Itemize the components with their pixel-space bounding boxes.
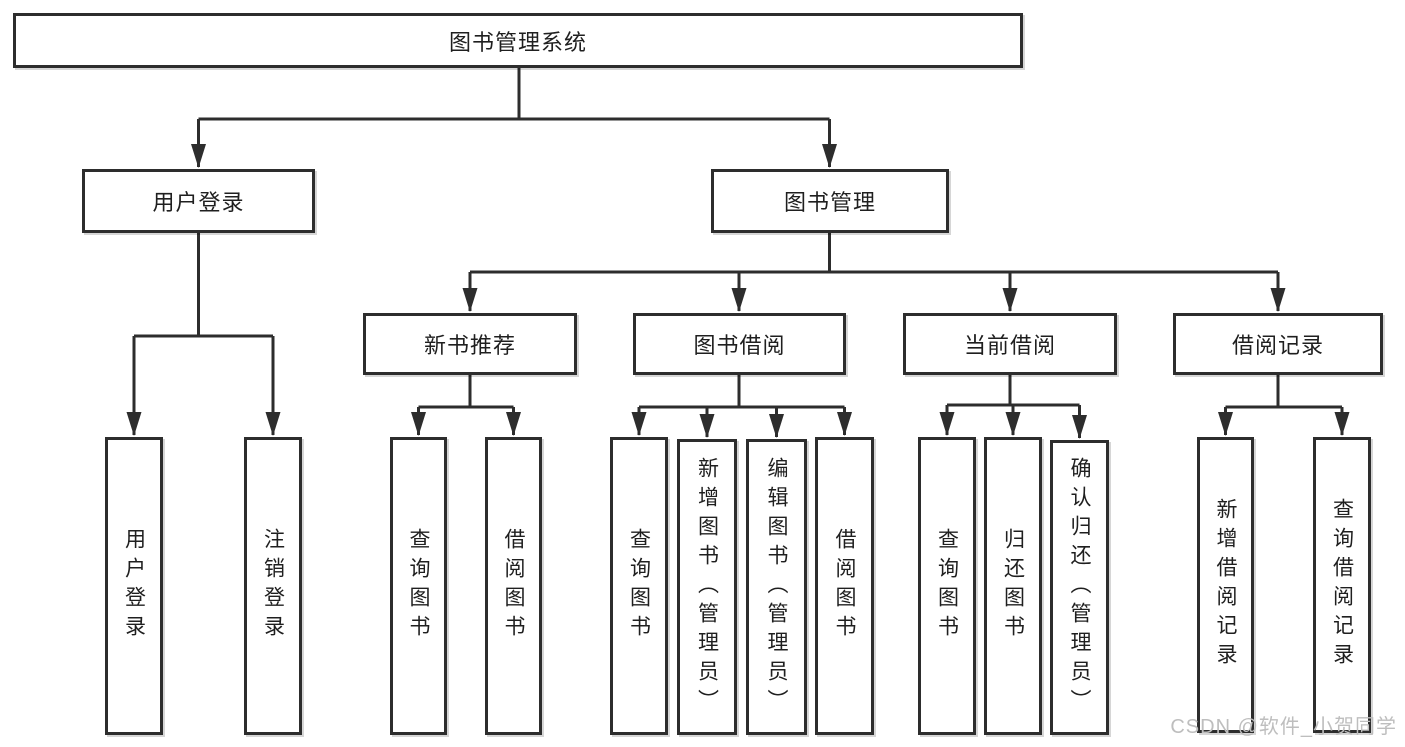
node-new-book-recommend-label: 新书推荐 xyxy=(423,333,516,358)
node-user-login: 用户登录 xyxy=(82,169,315,233)
leaf-borrowing-edit-book-admin-label: 编辑图书（管理员） xyxy=(765,456,788,718)
leaf-newbooks-borrow-books-label: 借阅图书 xyxy=(502,528,525,644)
leaf-current-confirm-return-admin-label: 确认归还（管理员） xyxy=(1068,457,1091,718)
node-book-management: 图书管理 xyxy=(711,169,949,233)
node-new-book-recommend: 新书推荐 xyxy=(363,313,577,375)
leaf-borrowing-add-book-admin-label: 新增图书（管理员） xyxy=(695,456,719,718)
leaf-borrowing-query-books: 查询图书 xyxy=(610,437,668,735)
leaf-current-return-books-label: 归还图书 xyxy=(1001,528,1025,644)
leaf-borrowing-borrow-books-label: 借阅图书 xyxy=(833,528,856,644)
leaf-newbooks-query-books: 查询图书 xyxy=(390,437,447,735)
node-current-borrowing-label: 当前借阅 xyxy=(963,333,1056,358)
leaf-current-return-books: 归还图书 xyxy=(984,437,1042,735)
leaf-user-login-label: 用户登录 xyxy=(122,528,146,644)
leaf-user-login: 用户登录 xyxy=(105,437,163,735)
leaf-borrowing-edit-book-admin: 编辑图书（管理员） xyxy=(746,439,807,735)
node-root: 图书管理系统 xyxy=(13,13,1023,68)
leaf-current-query-books-label: 查询图书 xyxy=(935,528,959,644)
leaf-logout: 注销登录 xyxy=(244,437,302,735)
node-book-management-label: 图书管理 xyxy=(783,190,876,215)
leaf-newbooks-borrow-books: 借阅图书 xyxy=(485,437,542,735)
node-borrowing-records-label: 借阅记录 xyxy=(1231,333,1324,358)
leaf-records-query-record-label: 查询借阅记录 xyxy=(1330,498,1354,672)
leaf-borrowing-query-books-label: 查询图书 xyxy=(627,528,651,644)
node-user-login-label: 用户登录 xyxy=(152,190,245,215)
node-root-label: 图书管理系统 xyxy=(448,29,587,55)
leaf-borrowing-borrow-books: 借阅图书 xyxy=(815,437,874,735)
leaf-records-add-record-label: 新增借阅记录 xyxy=(1214,498,1237,672)
leaf-current-confirm-return-admin: 确认归还（管理员） xyxy=(1050,440,1109,735)
watermark: CSDN @软件_小贺同学 xyxy=(1170,716,1397,738)
node-book-borrowing-label: 图书借阅 xyxy=(693,333,786,358)
node-book-borrowing: 图书借阅 xyxy=(633,313,846,375)
leaf-records-query-record: 查询借阅记录 xyxy=(1313,437,1371,733)
node-borrowing-records: 借阅记录 xyxy=(1173,313,1383,375)
leaf-borrowing-add-book-admin: 新增图书（管理员） xyxy=(677,439,737,735)
leaf-current-query-books: 查询图书 xyxy=(918,437,976,735)
leaf-newbooks-query-books-label: 查询图书 xyxy=(407,528,430,644)
node-current-borrowing: 当前借阅 xyxy=(903,313,1117,375)
leaf-logout-label: 注销登录 xyxy=(261,528,285,644)
leaf-records-add-record: 新增借阅记录 xyxy=(1197,437,1254,733)
